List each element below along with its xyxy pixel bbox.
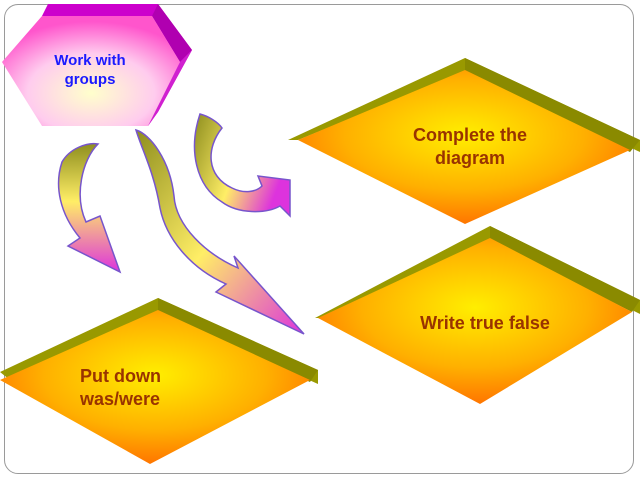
curved-arrow-icon bbox=[134, 128, 305, 335]
task-label-complete-diagram: Complete the diagram bbox=[412, 125, 527, 168]
curved-arrow-icon bbox=[57, 142, 122, 274]
slide-frame bbox=[4, 4, 634, 474]
task-node-diamond bbox=[0, 298, 318, 464]
task-node-diamond bbox=[315, 226, 640, 404]
center-node-label: Work with groups bbox=[54, 52, 126, 88]
task-label-true-false: Write true false bbox=[420, 313, 550, 333]
task-label-was-were: Put down was/were bbox=[80, 366, 161, 409]
center-node-hexagon bbox=[2, 4, 192, 126]
curved-arrow-icon bbox=[193, 113, 291, 218]
task-node-diamond bbox=[288, 58, 640, 224]
